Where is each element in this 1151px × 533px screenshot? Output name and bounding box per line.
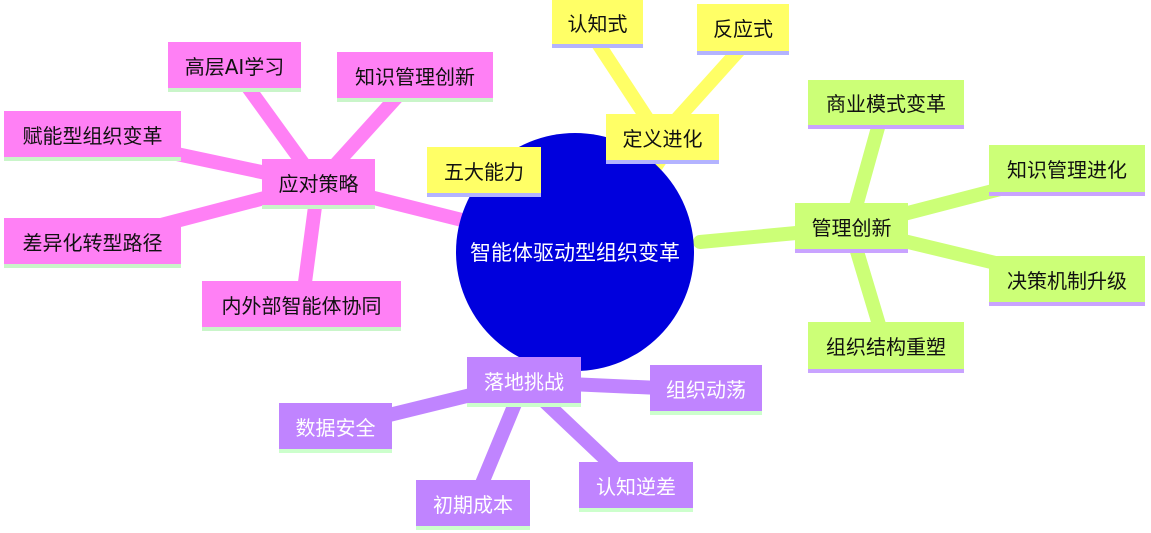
data-security-node[interactable]: 数据安全 bbox=[279, 403, 392, 453]
business-model-change-node[interactable]: 商业模式变革 bbox=[808, 80, 964, 129]
response-strategy-label: 应对策略 bbox=[278, 171, 359, 196]
org-structure-reshape-label: 组织结构重塑 bbox=[826, 335, 946, 359]
management-innovation-label: 管理创新 bbox=[811, 215, 892, 240]
initial-cost-label: 初期成本 bbox=[433, 492, 513, 517]
org-turmoil-label: 组织动荡 bbox=[666, 377, 746, 402]
internal-external-agent-collab-label: 内外部智能体协同 bbox=[221, 293, 382, 318]
knowledge-management-evolution-node[interactable]: 知识管理进化 bbox=[989, 145, 1145, 196]
empowering-org-change-node[interactable]: 赋能型组织变革 bbox=[4, 111, 181, 161]
executive-ai-learning-node[interactable]: 高层AI学习 bbox=[168, 42, 301, 92]
cognitive-gap-node[interactable]: 认知逆差 bbox=[579, 462, 693, 512]
decision-mechanism-upgrade-label: 决策机制升级 bbox=[1007, 268, 1127, 293]
central-topic-label: 智能体驱动型组织变革 bbox=[470, 241, 680, 265]
org-structure-reshape-node[interactable]: 组织结构重塑 bbox=[808, 322, 964, 373]
definition-evolution-node[interactable]: 定义进化 bbox=[606, 114, 719, 164]
management-innovation-node[interactable]: 管理创新 bbox=[795, 203, 908, 253]
reactive-type-node[interactable]: 反应式 bbox=[697, 4, 789, 55]
cognitive-type-node[interactable]: 认知式 bbox=[552, 0, 643, 48]
five-capabilities-label: 五大能力 bbox=[444, 159, 524, 184]
reactive-type-label: 反应式 bbox=[713, 17, 773, 41]
response-strategy-node[interactable]: 应对策略 bbox=[262, 159, 375, 209]
differentiated-transformation-path-label: 差异化转型路径 bbox=[22, 230, 163, 255]
org-turmoil-node[interactable]: 组织动荡 bbox=[650, 365, 762, 415]
business-model-change-label: 商业模式变革 bbox=[826, 92, 946, 116]
data-security-label: 数据安全 bbox=[295, 415, 376, 440]
knowledge-management-innovation-label: 知识管理创新 bbox=[355, 64, 475, 89]
five-capabilities-node[interactable]: 五大能力 bbox=[427, 147, 541, 197]
implementation-challenges-node[interactable]: 落地挑战 bbox=[467, 357, 581, 407]
internal-external-agent-collab-node[interactable]: 内外部智能体协同 bbox=[202, 281, 401, 331]
differentiated-transformation-path-node[interactable]: 差异化转型路径 bbox=[4, 218, 181, 268]
implementation-challenges-label: 落地挑战 bbox=[484, 369, 564, 394]
executive-ai-learning-label: 高层AI学习 bbox=[184, 54, 285, 79]
empowering-org-change-label: 赋能型组织变革 bbox=[22, 123, 163, 148]
decision-mechanism-upgrade-node[interactable]: 决策机制升级 bbox=[989, 256, 1145, 306]
initial-cost-node[interactable]: 初期成本 bbox=[416, 480, 530, 530]
definition-evolution-label: 定义进化 bbox=[622, 126, 703, 151]
knowledge-management-innovation-node[interactable]: 知识管理创新 bbox=[337, 52, 493, 102]
knowledge-management-evolution-label: 知识管理进化 bbox=[1007, 158, 1127, 182]
cognitive-gap-label: 认知逆差 bbox=[596, 474, 676, 499]
cognitive-type-label: 认知式 bbox=[567, 11, 628, 36]
